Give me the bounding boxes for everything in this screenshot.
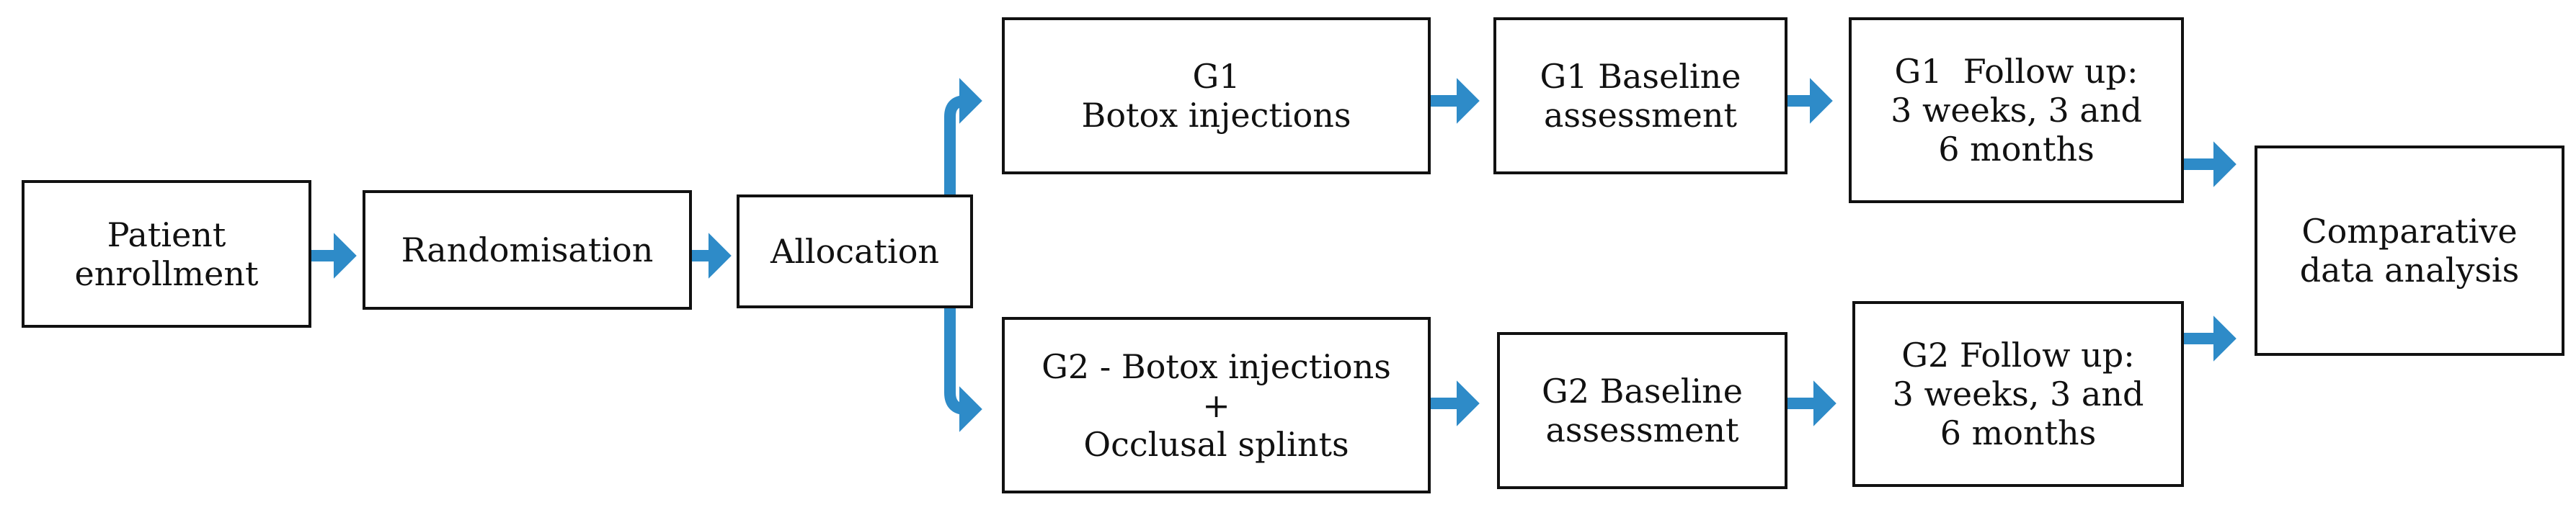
g1-followup-line-3: 6 months (1938, 130, 2095, 169)
g1-baseline-line-1: G1 Baseline (1540, 57, 1741, 96)
g2-followup-line-2: 3 weeks, 3 and (1892, 375, 2144, 413)
comparative-analysis-box: Comparative data analysis (2255, 146, 2564, 356)
g2-followup-line-3: 6 months (1940, 413, 2097, 452)
g2-intervention-line-1: G2 - Botox injections (1041, 346, 1391, 386)
g2-intervention-line-3: Occlusal splints (1083, 424, 1349, 464)
g2-followup-line-1: G2 Follow up: (1901, 336, 2135, 375)
patient-enrollment-box: Patient enrollment (22, 180, 311, 328)
g1-intervention-box: G1 Botox injections (1002, 17, 1431, 174)
g2-intervention-box: G2 - Botox injections + Occlusal splints (1002, 317, 1431, 493)
g1-intervention-line-1: G1 (1192, 57, 1240, 96)
randomisation-box: Randomisation (363, 190, 692, 310)
g1-baseline-line-2: assessment (1543, 96, 1738, 135)
comparative-analysis-line-1: Comparative (2301, 212, 2518, 251)
g1-baseline-box: G1 Baseline assessment (1493, 17, 1787, 174)
allocation-label: Allocation (770, 232, 940, 271)
patient-enrollment-line-2: enrollment (74, 254, 259, 293)
g1-followup-line-2: 3 weeks, 3 and (1891, 91, 2142, 130)
g1-followup-box: G1 Follow up: 3 weeks, 3 and 6 months (1849, 17, 2184, 203)
allocation-box: Allocation (737, 194, 973, 308)
g1-intervention-line-2: Botox injections (1081, 96, 1351, 135)
g1-followup-line-1: G1 Follow up: (1894, 52, 2138, 91)
randomisation-label: Randomisation (401, 231, 654, 269)
g2-baseline-box: G2 Baseline assessment (1497, 332, 1787, 489)
g2-intervention-line-2: + (1202, 385, 1230, 425)
g2-baseline-line-1: G2 Baseline (1542, 372, 1743, 411)
comparative-analysis-line-2: data analysis (2299, 251, 2520, 290)
arrow-allocation-to-g1 (944, 78, 982, 194)
g2-baseline-line-2: assessment (1545, 411, 1739, 449)
arrow-allocation-to-g2 (944, 308, 982, 432)
g2-followup-box: G2 Follow up: 3 weeks, 3 and 6 months (1852, 301, 2184, 487)
patient-enrollment-line-1: Patient (107, 215, 226, 254)
